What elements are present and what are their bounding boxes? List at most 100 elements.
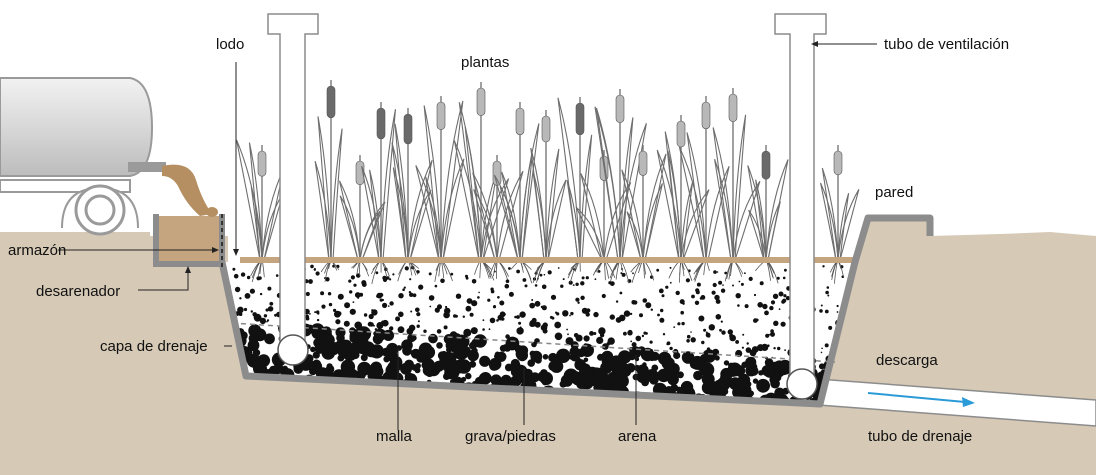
- media-particle: [721, 289, 725, 293]
- media-particle: [389, 301, 393, 305]
- media-particle: [784, 349, 786, 351]
- media-particle: [373, 325, 375, 327]
- media-particle: [577, 349, 586, 358]
- media-particle: [636, 336, 642, 342]
- media-particle: [267, 319, 269, 321]
- media-particle: [326, 277, 330, 281]
- media-particle: [742, 334, 744, 336]
- media-particle: [423, 330, 426, 333]
- media-particle: [574, 333, 579, 338]
- media-particle: [274, 314, 277, 317]
- cattail-plant: [713, 88, 760, 281]
- media-particle: [348, 280, 351, 283]
- media-particle: [398, 293, 403, 298]
- media-particle: [535, 284, 538, 287]
- media-particle: [706, 332, 708, 334]
- media-particle: [429, 295, 435, 301]
- media-particle: [504, 313, 506, 315]
- media-particle: [728, 363, 734, 369]
- media-particle: [479, 356, 490, 367]
- media-particle: [326, 365, 335, 374]
- media-particle: [500, 345, 507, 352]
- media-particle: [423, 365, 434, 376]
- media-particle: [639, 313, 643, 317]
- label-plantas: plantas: [461, 54, 509, 71]
- media-particle: [821, 348, 823, 350]
- media-particle: [758, 370, 763, 375]
- media-particle: [827, 295, 829, 297]
- media-particle: [560, 285, 563, 288]
- media-particle: [440, 279, 445, 284]
- media-particle: [750, 349, 757, 356]
- media-particle: [514, 379, 520, 385]
- media-particle: [429, 306, 431, 308]
- media-particle: [335, 319, 340, 324]
- media-particle: [495, 352, 501, 358]
- media-particle: [250, 289, 255, 294]
- media-particle: [837, 311, 839, 313]
- sludge-truck: [0, 78, 218, 234]
- media-particle: [749, 366, 759, 376]
- media-particle: [511, 361, 520, 370]
- media-particle: [458, 358, 467, 367]
- media-particle: [616, 300, 618, 302]
- media-particle: [505, 284, 510, 289]
- media-particle: [632, 272, 634, 274]
- media-particle: [562, 312, 564, 314]
- media-particle: [353, 301, 355, 303]
- media-particle: [235, 287, 240, 292]
- media-particle: [350, 309, 356, 315]
- media-particle: [462, 346, 471, 355]
- media-particle: [610, 281, 615, 286]
- media-particle: [770, 329, 774, 333]
- media-particle: [633, 300, 637, 304]
- media-particle: [336, 334, 345, 343]
- media-particle: [690, 331, 692, 333]
- media-particle: [506, 279, 510, 283]
- media-particle: [245, 293, 251, 299]
- media-particle: [370, 362, 382, 374]
- media-particle: [682, 355, 688, 361]
- media-particle: [825, 291, 829, 295]
- label-capa-drenaje: capa de drenaje: [100, 338, 208, 355]
- media-particle: [774, 388, 785, 399]
- media-particle: [667, 374, 679, 386]
- media-particle: [387, 353, 392, 358]
- media-particle: [687, 335, 691, 339]
- media-particle: [268, 306, 273, 311]
- media-particle: [680, 299, 685, 304]
- media-particle: [662, 357, 675, 370]
- media-particle: [405, 266, 409, 270]
- media-particle: [398, 312, 404, 318]
- media-particle: [490, 318, 496, 324]
- media-particle: [556, 312, 559, 315]
- media-particle: [498, 315, 504, 321]
- media-particle: [828, 326, 832, 330]
- sludge-pour: [162, 165, 212, 216]
- media-particle: [529, 303, 535, 309]
- media-particle: [465, 373, 471, 379]
- label-desarenador: desarenador: [36, 283, 120, 300]
- media-particle: [749, 277, 753, 281]
- media-particle: [567, 333, 569, 335]
- media-particle: [523, 278, 527, 282]
- media-particle: [416, 312, 420, 316]
- media-particle: [463, 329, 471, 337]
- media-particle: [508, 267, 511, 270]
- media-particle: [241, 272, 245, 276]
- media-particle: [596, 337, 603, 344]
- media-particle: [698, 316, 704, 322]
- media-particle: [451, 369, 459, 377]
- media-particle: [251, 310, 253, 312]
- media-particle: [382, 303, 387, 308]
- media-particle: [369, 314, 374, 319]
- media-particle: [415, 363, 421, 369]
- media-particle: [630, 313, 632, 315]
- arrowhead-lodo: [233, 249, 239, 256]
- media-particle: [529, 321, 535, 327]
- media-particle: [338, 347, 348, 357]
- media-particle: [418, 320, 420, 322]
- media-particle: [756, 319, 759, 322]
- media-particle: [645, 369, 658, 382]
